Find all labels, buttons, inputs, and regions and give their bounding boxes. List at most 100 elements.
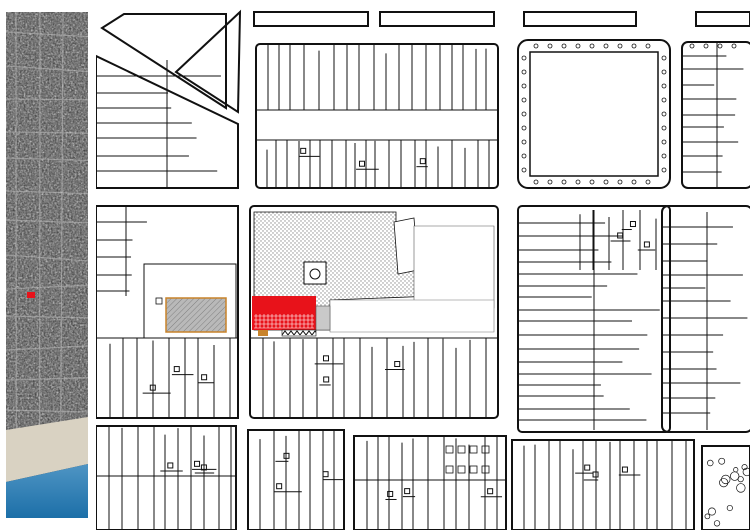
plaza-tree — [521, 139, 527, 145]
parcel-patio — [643, 241, 650, 248]
plaza-tree — [603, 43, 609, 49]
plaza-tree — [575, 43, 581, 49]
parcel-patio — [404, 488, 411, 495]
tree-symbols — [704, 457, 750, 527]
plaza-tree — [589, 43, 595, 49]
hatched-building — [165, 297, 227, 333]
block-north-square — [517, 39, 671, 189]
plaza-tree — [661, 153, 667, 159]
plaza-tree — [547, 43, 553, 49]
plaza-tree — [645, 179, 651, 185]
plaza-tree — [589, 179, 595, 185]
hatched-building-marker — [155, 297, 163, 305]
parcel-patio — [359, 160, 366, 167]
plaza-tree — [575, 179, 581, 185]
plaza-tree — [521, 167, 527, 173]
plaza-tree — [661, 55, 667, 61]
aerial-street — [6, 157, 88, 162]
plaza-tree — [661, 139, 667, 145]
tree — [707, 507, 716, 516]
plaza-inner — [529, 51, 659, 177]
aerial-street — [6, 31, 88, 38]
aerial-beach — [6, 417, 88, 482]
plaza-tree — [631, 179, 637, 185]
project-lower-parcel — [329, 299, 495, 333]
plaza-tree — [617, 179, 623, 185]
plaza-tree — [661, 167, 667, 173]
plaza-tree — [661, 97, 667, 103]
block-east — [517, 205, 671, 433]
parcel-lines — [96, 42, 748, 530]
parcel-patio — [323, 376, 330, 383]
parcel-patio — [322, 471, 329, 478]
aerial-street — [6, 219, 88, 224]
tree — [721, 474, 731, 485]
plaza-tree — [645, 43, 651, 49]
small-square — [457, 465, 466, 474]
block-top-strip-d — [695, 11, 750, 27]
urban-plan-canvas — [96, 9, 750, 530]
tree — [737, 476, 744, 483]
entrance-steps — [281, 329, 317, 337]
block-north-center — [255, 43, 499, 189]
plaza-tree — [617, 43, 623, 49]
plaza-trees — [521, 43, 737, 185]
block-top-strip-a — [253, 11, 369, 27]
plaza-tree — [661, 111, 667, 117]
parcel-courtyard — [143, 263, 237, 339]
small-square — [457, 445, 466, 454]
plaza-tree — [561, 179, 567, 185]
south-small-squares — [445, 445, 490, 474]
parcel-patio — [300, 147, 307, 154]
block-project — [249, 205, 499, 419]
block-south-west — [96, 425, 237, 530]
parcel-patio — [200, 464, 207, 471]
aerial-street — [6, 65, 88, 73]
block-top-left-b — [174, 9, 242, 114]
plaza-tree — [603, 179, 609, 185]
highlighted-annex — [315, 305, 331, 331]
block-east-right — [661, 205, 750, 433]
small-square — [469, 445, 478, 454]
tree — [704, 513, 711, 520]
aerial-street — [60, 12, 64, 433]
tree — [718, 457, 726, 465]
aerial-street — [6, 284, 88, 290]
tree — [736, 483, 746, 493]
tree — [741, 464, 748, 471]
parcel-patio — [173, 366, 180, 373]
parcel-patio — [617, 232, 624, 239]
block-south-c — [511, 439, 695, 530]
project-kiosk — [303, 261, 327, 285]
plaza-tree — [661, 69, 667, 75]
plaza-tree — [731, 43, 737, 49]
plaza-tree — [521, 153, 527, 159]
parcel-patio — [322, 355, 329, 362]
block-left-upper — [96, 54, 239, 189]
block-top-strip-c — [523, 11, 637, 27]
location-marker — [27, 292, 35, 298]
small-square — [445, 445, 454, 454]
parcel-patio — [621, 466, 628, 473]
parcel-patio — [149, 384, 156, 391]
small-square — [481, 465, 490, 474]
tree — [719, 478, 729, 488]
project-existing-building — [413, 225, 495, 309]
plaza-tree — [521, 111, 527, 117]
aerial-street — [6, 190, 88, 195]
plaza-tree — [631, 43, 637, 49]
block-top-strip-b — [379, 11, 495, 27]
plaza-tree — [521, 69, 527, 75]
project-site — [252, 211, 495, 337]
parcel-patio — [394, 361, 401, 368]
plaza-tree — [661, 83, 667, 89]
aerial-street — [6, 131, 88, 134]
plaza-tree — [521, 55, 527, 61]
tree — [707, 459, 714, 467]
plaza-tree — [521, 97, 527, 103]
parcel-patio — [201, 374, 208, 381]
parcel-patio — [487, 488, 494, 495]
urban-plan — [96, 0, 750, 530]
block-west — [96, 205, 239, 419]
parcel-patio — [276, 483, 283, 490]
